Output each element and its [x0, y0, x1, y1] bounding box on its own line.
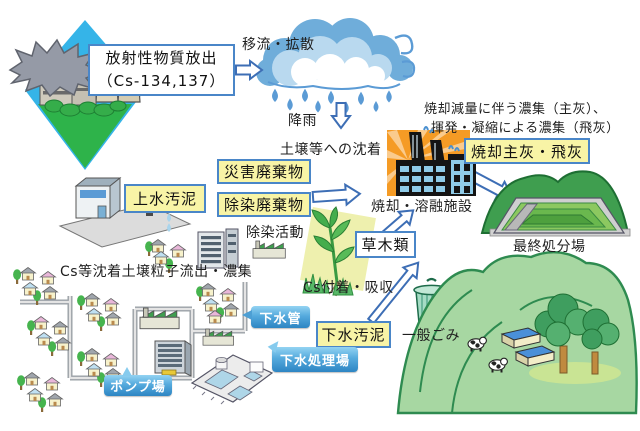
- landfill-site: [480, 170, 631, 237]
- seedling: [300, 206, 376, 297]
- disaster-waste-box: 災害廃棄物: [217, 159, 311, 184]
- arrow-rainfall-down: [330, 102, 352, 130]
- final-disposal-site-label: 最終処分場: [513, 239, 586, 255]
- concentration-line1-label: 焼却減量に伴う濃集（主灰）、: [424, 102, 607, 117]
- apartment-buildings: [197, 228, 239, 269]
- advection-label: 移流・拡散: [242, 37, 315, 53]
- treatment-plant-callout: 下水処理場: [272, 347, 358, 372]
- pump-station-callout: ポンプ場: [104, 367, 172, 396]
- water-sludge-box: 上水汚泥: [124, 184, 206, 213]
- flow-arrows: [235, 59, 514, 325]
- decontamination-waste-box: 除染廃棄物: [217, 192, 311, 217]
- sewage-sludge-box: 下水汚泥: [316, 321, 391, 348]
- arrow-sludge-to-facility: [366, 261, 420, 325]
- release-line1: 放射性物質放出: [105, 48, 218, 67]
- radioactive-release-box: 放射性物質放出 （Cs-134,137）: [88, 44, 235, 96]
- arrow-waste-to-facility: [311, 182, 362, 207]
- plants-box: 草木類: [355, 231, 416, 258]
- incineration-facility: [387, 126, 476, 196]
- rainfall-label: 降雨: [288, 113, 317, 129]
- release-line2: （Cs-134,137）: [97, 72, 226, 90]
- sewage-treatment-plant: [190, 354, 274, 405]
- sewer-pipe-callout: 下水管: [242, 306, 310, 328]
- tree-icons: [534, 293, 620, 375]
- incineration-ash-box: 焼却主灰・飛灰: [464, 138, 590, 164]
- deposition-label: 土壌等への沈着: [280, 142, 382, 158]
- general-waste-label: 一般ごみ: [402, 328, 460, 344]
- cs-adhesion-label: Cs付着・吸収: [303, 280, 394, 296]
- green-hills: [396, 251, 638, 415]
- arrow-release-to-cloud: [235, 59, 264, 81]
- incineration-facility-label: 焼却・溶融施設: [371, 199, 473, 215]
- concentration-line2-label: 揮発・凝縮による濃集（飛灰）: [431, 121, 620, 136]
- grass-tuft: [332, 277, 354, 296]
- decontamination-activity-label: 除染活動: [246, 225, 304, 241]
- rain-cloud-icon: [256, 18, 416, 114]
- cs-soil-runoff-label: Cs等沈着土壌粒子流出・濃集: [60, 264, 253, 280]
- pump-station-building: [154, 340, 192, 377]
- grass-tuft: [302, 273, 330, 294]
